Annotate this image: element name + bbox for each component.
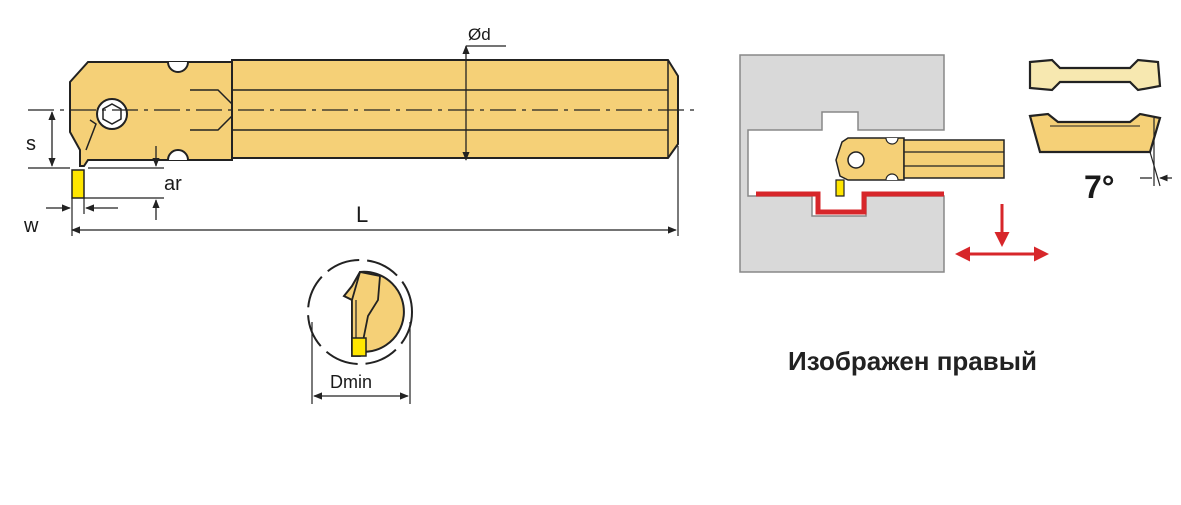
tool-shank [231, 59, 679, 159]
label-width: w [23, 215, 39, 237]
insert-detail: 7° [1028, 58, 1172, 205]
tool-head [69, 61, 233, 167]
dimension-diameter: Ød [462, 25, 506, 161]
clamp-screw [96, 98, 128, 130]
cutting-scheme [739, 54, 1049, 273]
dimension-radial-clearance: ar [84, 146, 182, 220]
insert-top-view [1028, 58, 1162, 92]
cut-path [756, 191, 944, 215]
workpiece [739, 54, 945, 273]
caption-right-hand: Изображен правый [788, 346, 1037, 376]
label-radial-clearance: ar [164, 173, 182, 195]
dimension-length: L [71, 146, 679, 236]
label-min-bore: Dmin [330, 372, 372, 392]
insert-tip [71, 169, 85, 199]
dimension-width: w [23, 198, 118, 237]
tool-end-view: Dmin [307, 259, 413, 404]
boring-bar-side-view [28, 59, 696, 199]
dimension-height: s [26, 111, 70, 169]
label-diameter: Ød [468, 25, 491, 44]
insert-side-view [1028, 112, 1162, 154]
label-height: s [26, 133, 36, 155]
label-length: L [356, 202, 368, 227]
label-angle: 7° [1084, 169, 1115, 205]
